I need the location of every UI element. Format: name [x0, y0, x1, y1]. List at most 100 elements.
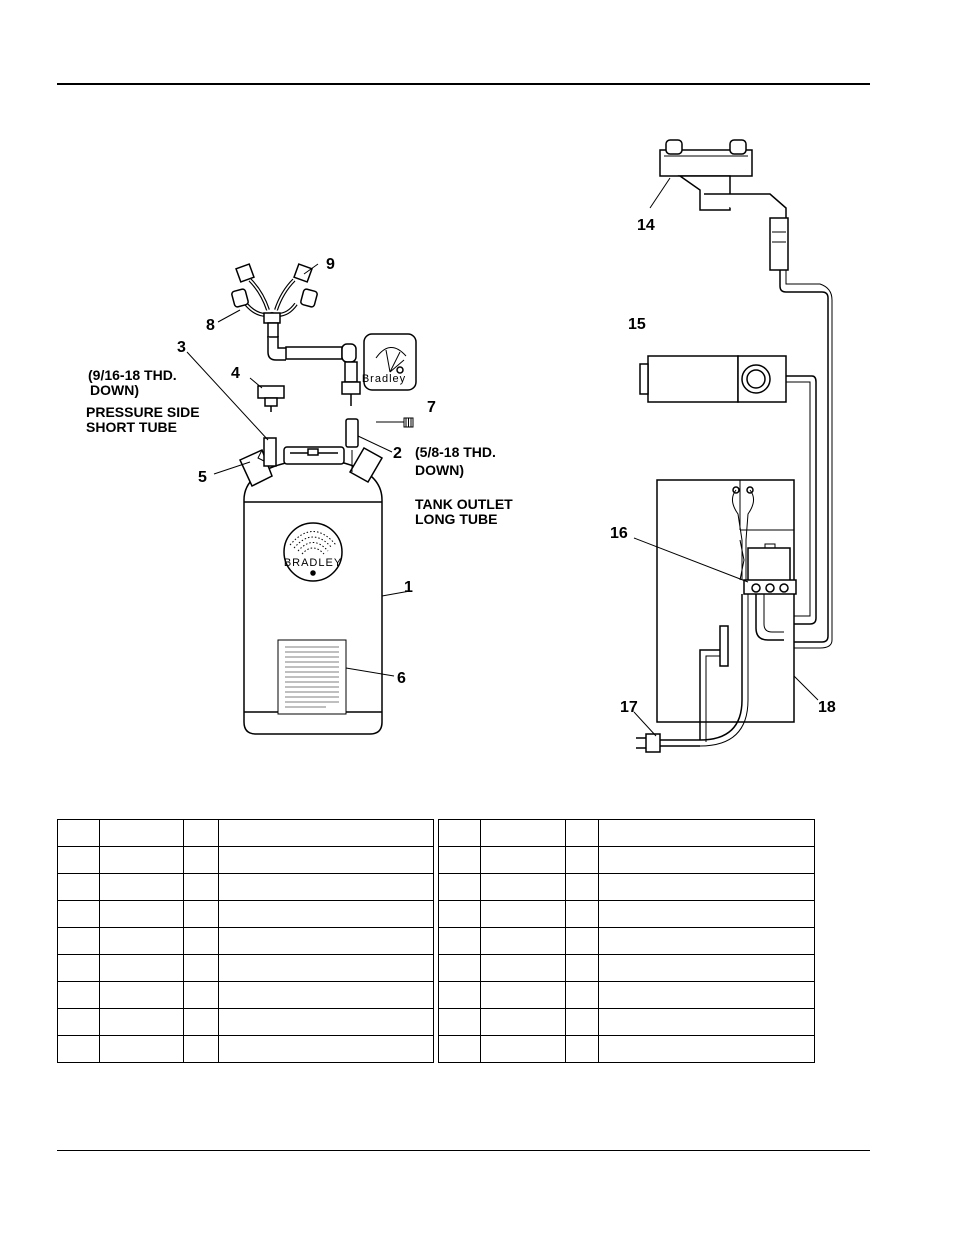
- table-cell: [565, 1008, 599, 1036]
- table-cell: [598, 846, 815, 874]
- table-cell: [218, 819, 434, 847]
- table-row: [438, 1008, 815, 1036]
- table-cell: [183, 900, 219, 928]
- table-cell: [57, 981, 100, 1009]
- table-cell: [565, 900, 599, 928]
- supply-hose: [779, 270, 833, 649]
- table-row: [57, 873, 434, 901]
- table-cell: [99, 1008, 184, 1036]
- table-cell: [57, 900, 100, 928]
- note-outlet-thread-1: (5/8-18 THD.: [415, 444, 496, 460]
- tank-handle: [283, 446, 345, 465]
- note-outlet-tube-1: TANK OUTLET: [415, 496, 513, 512]
- part-9-dust-cover: [235, 263, 313, 283]
- label-6: 6: [397, 670, 406, 687]
- label-3: 3: [177, 339, 186, 356]
- table-cell: [438, 927, 481, 955]
- table-cell: [565, 846, 599, 874]
- table-cell: [218, 846, 434, 874]
- label-9: 9: [326, 256, 335, 273]
- part-4-gauge: [257, 385, 285, 412]
- table-cell: [480, 981, 566, 1009]
- table-cell: [438, 954, 481, 982]
- pressure-gauge: Bradley: [362, 333, 417, 391]
- table-cell: [565, 954, 599, 982]
- tank-body: BRADLEY: [243, 461, 383, 735]
- table-cell: [598, 954, 815, 982]
- table-row: [57, 954, 434, 982]
- table-row: [438, 927, 815, 955]
- table-cell: [565, 927, 599, 955]
- label-7: 7: [427, 399, 436, 416]
- table-cell: [438, 1035, 481, 1063]
- table-cell: [57, 1008, 100, 1036]
- table-row: [438, 873, 815, 901]
- table-row: [438, 981, 815, 1009]
- table-row: [57, 846, 434, 874]
- label-5: 5: [198, 469, 207, 486]
- table-cell: [565, 819, 599, 847]
- table-cell: [183, 927, 219, 955]
- supply-pipe: [267, 336, 361, 406]
- table-cell: [218, 900, 434, 928]
- header-rule: [57, 83, 870, 85]
- table-cell: [598, 981, 815, 1009]
- table-cell: [183, 873, 219, 901]
- table-cell: [438, 1008, 481, 1036]
- table-cell: [99, 954, 184, 982]
- table-row: [57, 927, 434, 955]
- table-cell: [598, 1035, 815, 1063]
- table-cell: [183, 1008, 219, 1036]
- table-cell: [565, 981, 599, 1009]
- part-16-junction-box: [732, 486, 797, 595]
- table-cell: [99, 900, 184, 928]
- parts-table-right: [438, 819, 815, 1063]
- table-cell: [218, 954, 434, 982]
- table-row: [438, 1035, 815, 1063]
- part-18-cabinet: [656, 479, 795, 723]
- part-2-long-tube: [345, 418, 359, 448]
- table-cell: [438, 846, 481, 874]
- table-header-row: [438, 819, 815, 847]
- table-cell: [183, 954, 219, 982]
- note-outlet-thread-2: DOWN): [415, 462, 464, 478]
- table-cell: [565, 873, 599, 901]
- table-cell: [438, 873, 481, 901]
- label-17: 17: [620, 699, 638, 716]
- table-cell: [218, 873, 434, 901]
- table-cell: [598, 900, 815, 928]
- table-cell: [99, 846, 184, 874]
- note-pressure-thread-1: (9/16-18 THD.: [88, 367, 177, 383]
- table-cell: [480, 819, 566, 847]
- exploded-parts-diagram: BRADLEY: [86, 139, 836, 753]
- table-cell: [438, 981, 481, 1009]
- table-cell: [99, 819, 184, 847]
- table-row: [438, 954, 815, 982]
- table-row: [438, 846, 815, 874]
- note-pressure-side-1: PRESSURE SIDE: [86, 404, 200, 420]
- label-2: 2: [393, 445, 402, 462]
- table-cell: [480, 1008, 566, 1036]
- footer-rule: [57, 1150, 870, 1151]
- junction-pipes: [699, 594, 784, 747]
- table-cell: [480, 1035, 566, 1063]
- part-17-power-cord: [636, 625, 729, 753]
- table-cell: [99, 981, 184, 1009]
- outlet-cap: [348, 446, 384, 484]
- table-cell: [438, 819, 481, 847]
- label-8: 8: [206, 317, 215, 334]
- table-row: [438, 900, 815, 928]
- table-cell: [57, 819, 100, 847]
- table-cell: [57, 846, 100, 874]
- table-cell: [480, 873, 566, 901]
- label-16: 16: [610, 525, 628, 542]
- part-8-eyewash-head: [231, 278, 318, 338]
- part-15-heater: [639, 355, 817, 625]
- table-cell: [480, 927, 566, 955]
- table-cell: [183, 1035, 219, 1063]
- table-header-row: [57, 819, 434, 847]
- table-cell: [218, 981, 434, 1009]
- table-cell: [183, 981, 219, 1009]
- table-row: [57, 1035, 434, 1063]
- table-row: [57, 1008, 434, 1036]
